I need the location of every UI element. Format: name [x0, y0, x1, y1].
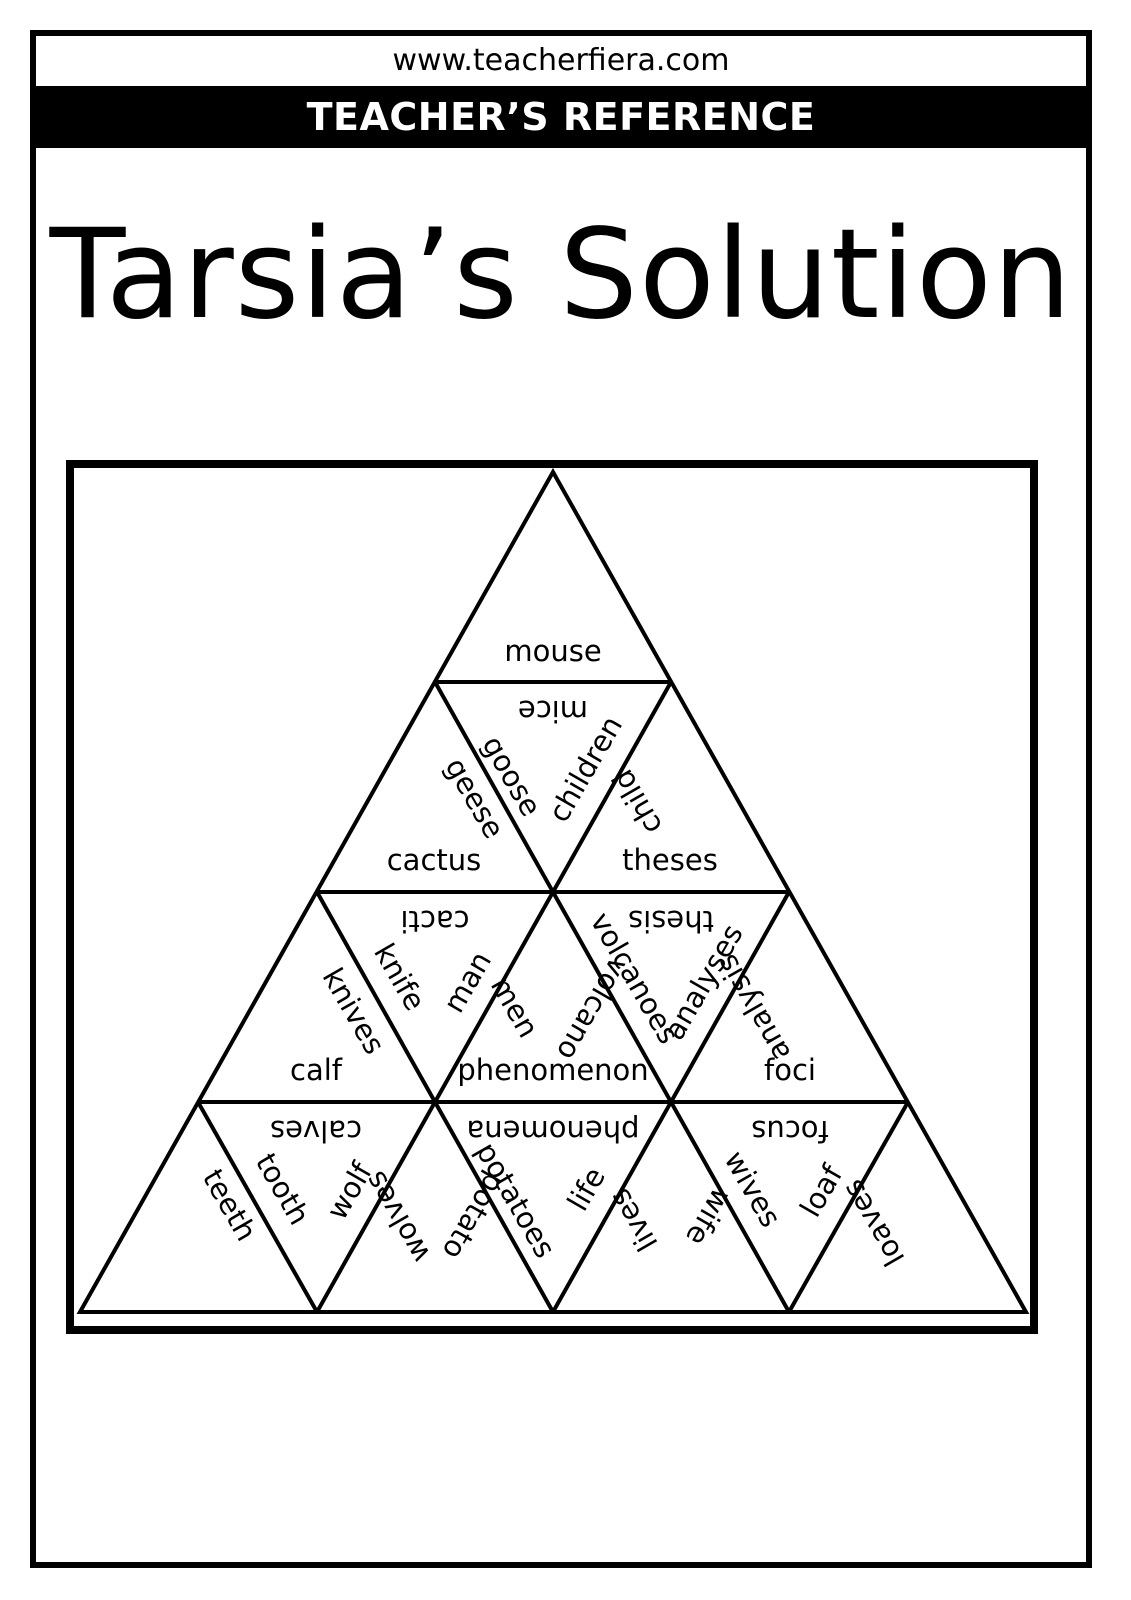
piece-label-mouse: mouse [504, 634, 601, 668]
page-border [30, 30, 1092, 1568]
grid-line-diag-b1 [315, 681, 673, 1313]
piece-label-phenomenon: phenomenon [457, 1053, 648, 1087]
piece-label-cacti: cacti [400, 904, 469, 938]
site-url: www.teacherfiera.com [392, 43, 730, 78]
piece-label-theses: theses [622, 843, 718, 877]
grid-line-diag-a1 [433, 681, 791, 1313]
grid-line-diag-a3 [196, 1101, 319, 1313]
grid-line-diag-b2 [551, 891, 791, 1313]
tarsia-puzzle: mouse mice goose children geese child ca… [66, 460, 1038, 1334]
grid-line-diag-b3 [787, 1101, 910, 1313]
puzzle-box [66, 460, 1038, 1334]
piece-label-focus: focus [751, 1114, 828, 1148]
piece-label-phenomena: phenomena [467, 1114, 640, 1148]
page-title: Tarsia’s Solution [49, 203, 1073, 347]
teachers-reference-banner: TEACHER’S REFERENCE [30, 86, 1092, 148]
piece-label-calves: calves [270, 1114, 362, 1148]
piece-label-calf: calf [290, 1053, 343, 1087]
piece-label-mice: mice [518, 694, 588, 728]
piece-label-foci: foci [764, 1053, 816, 1087]
piece-label-thesis: thesis [628, 904, 714, 938]
piece-label-cactus: cactus [387, 843, 482, 877]
